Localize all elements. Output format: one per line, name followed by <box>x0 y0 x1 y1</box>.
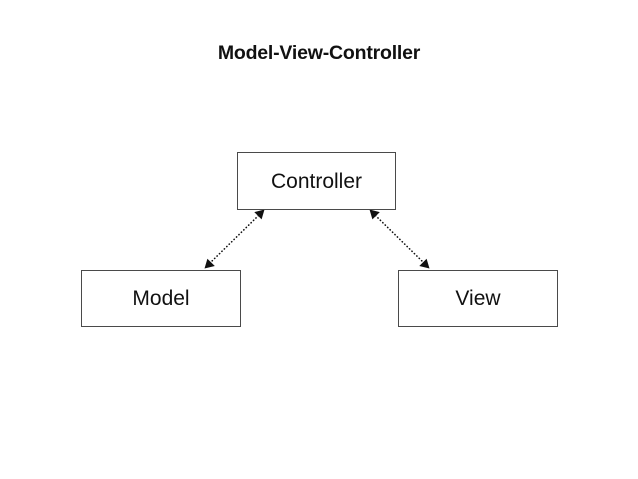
edge-controller-model-arrowhead-model <box>204 258 215 269</box>
edge-controller-view <box>369 209 430 269</box>
page-title: Model-View-Controller <box>217 42 421 64</box>
node-controller[interactable]: Controller <box>237 152 396 210</box>
edge-controller-view-line <box>374 214 425 264</box>
node-model[interactable]: Model <box>81 270 241 327</box>
edge-controller-model-line <box>209 214 260 264</box>
node-view[interactable]: View <box>398 270 558 327</box>
node-model-label: Model <box>132 287 190 310</box>
node-controller-label: Controller <box>270 169 363 193</box>
edge-controller-view-arrowhead-view <box>419 258 430 269</box>
edge-controller-model <box>204 209 265 269</box>
edge-controller-view-arrowhead-controller <box>369 209 380 220</box>
node-view-label: View <box>455 287 501 310</box>
edge-controller-model-arrowhead-controller <box>254 209 265 220</box>
